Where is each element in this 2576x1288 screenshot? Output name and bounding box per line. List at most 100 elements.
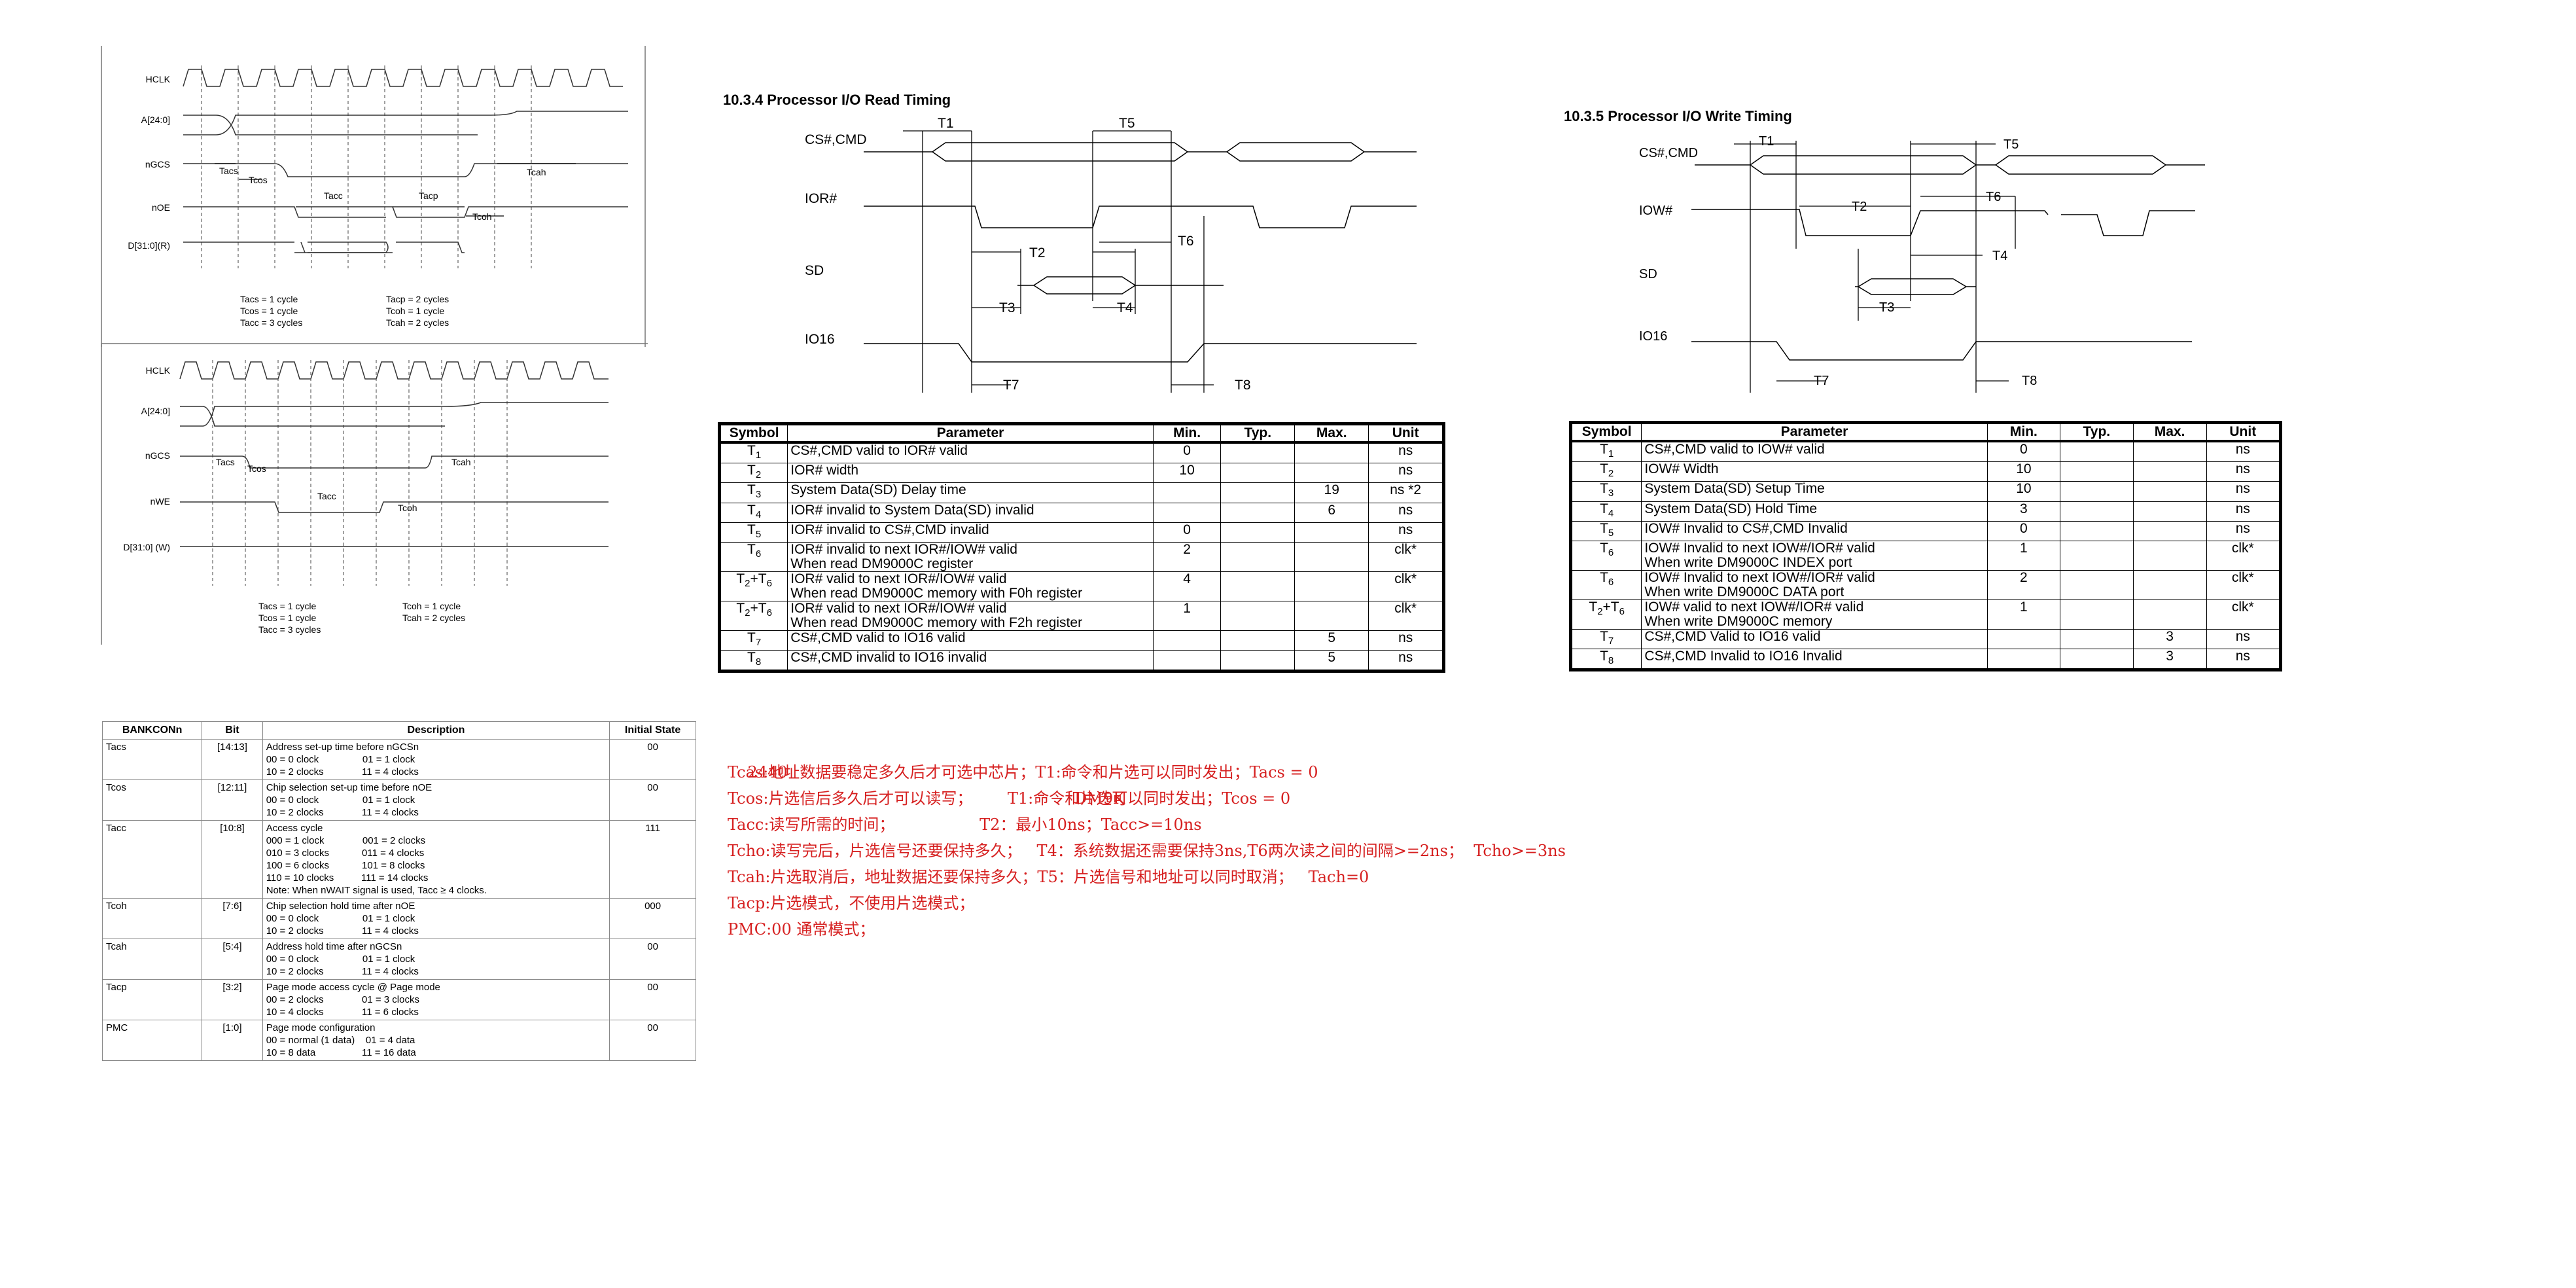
table-row: PMC[1:0]Page mode configuration 00 = nor… [101, 1020, 696, 1061]
field-name-cell: Tacs [101, 739, 203, 780]
notes-block: 2440 DM9K Tcas:地址数据要稳定多久后才可选中芯片；T1:命令和片选… [728, 733, 1566, 939]
typ-cell [1220, 482, 1296, 503]
symbol-cell: T2+T6 [1570, 599, 1642, 630]
initial-state-cell: 000 [609, 898, 696, 939]
typ-cell [1220, 442, 1296, 464]
bit-cell: [10:8] [202, 820, 263, 899]
timing-label: Tcos [247, 463, 266, 474]
signal-label: nWE [150, 496, 170, 507]
min-cell: 4 [1152, 571, 1222, 601]
max-cell: 5 [1294, 630, 1369, 651]
signal-label: A[24:0] [141, 406, 170, 416]
min-cell: 1 [1152, 601, 1222, 631]
initial-state-cell: 111 [609, 820, 696, 899]
note-line: Tcas:地址数据要稳定多久后才可选中芯片；T1:命令和片选可以同时发出；Tac… [728, 763, 1318, 781]
timing-label: Tacp [419, 190, 438, 201]
timing-label: T8 [1235, 378, 1251, 393]
initial-state-cell: 00 [609, 739, 696, 780]
timing-note: Tcos = 1 cycle [258, 613, 317, 623]
typ-cell [2060, 441, 2134, 463]
unit-cell: ns [2206, 629, 2282, 650]
description-cell: Address set-up time before nGCSn 00 = 0 … [262, 739, 610, 780]
parameter-cell: System Data(SD) Hold Time [1641, 501, 1988, 522]
min-cell [1152, 650, 1222, 672]
max-cell [1294, 522, 1369, 543]
timing-label: Tcah [451, 457, 471, 467]
timing-note: Tacc = 3 cycles [240, 317, 302, 328]
max-cell: 19 [1294, 483, 1369, 503]
typ-cell [2060, 629, 2134, 650]
note-line: Tacp:片选模式，不使用片选模式； [728, 894, 975, 912]
signal-label: HCLK [146, 74, 171, 84]
note-line: Tcos:片选信后多久后才可以读写； T1:命令和片选可以同时发出；Tcos =… [728, 789, 1291, 808]
symbol-cell: T8 [1570, 649, 1642, 671]
hclk-waveform [183, 69, 623, 87]
bit-cell: [14:13] [202, 739, 263, 780]
parameter-cell: IOW# Width [1641, 462, 1988, 482]
unit-cell: clk* [1368, 571, 1444, 601]
min-cell [1986, 629, 2061, 650]
max-cell [1294, 463, 1369, 484]
typ-cell [1220, 571, 1296, 601]
symbol-cell: T6 [718, 542, 788, 572]
column-header: Unit [2206, 422, 2282, 442]
timing-label: T6 [1178, 234, 1194, 249]
typ-cell [1220, 542, 1296, 572]
dm9000-read-timing-diagram: CS#,CMD IOR# SD IO16 T1 T5 T2 T6 T3 T4 T… [805, 118, 1417, 393]
symbol-cell: T6 [1570, 541, 1642, 571]
signal-label: IO16 [1639, 329, 1667, 344]
unit-cell: ns [2206, 462, 2282, 482]
column-header: BANKCONn [101, 721, 203, 740]
table-row: Tcoh[7:6]Chip selection hold time after … [101, 898, 696, 939]
table-row: Tacs[14:13]Address set-up time before nG… [101, 739, 696, 780]
min-cell: 1 [1986, 599, 2061, 630]
min-cell: 0 [1152, 442, 1222, 464]
unit-cell: ns [1368, 503, 1444, 523]
signal-label: SD [1639, 267, 1657, 281]
parameter-cell: IOR# valid to next IOR#/IOW# valid When … [787, 571, 1154, 601]
min-cell: 0 [1986, 521, 2061, 541]
timing-label: T4 [1117, 300, 1133, 315]
parameter-cell: System Data(SD) Delay time [787, 483, 1154, 503]
bit-cell: [1:0] [202, 1020, 263, 1061]
timing-note: Tacs = 1 cycle [240, 294, 298, 304]
parameter-cell: IOW# valid to next IOW#/IOR# valid When … [1641, 599, 1988, 630]
timing-label: T7 [1814, 374, 1829, 388]
typ-cell [2060, 481, 2134, 502]
timing-label: Tcoh [472, 211, 492, 222]
timing-label: T5 [1119, 118, 1135, 131]
column-header: Description [262, 721, 610, 740]
min-cell: 2 [1152, 542, 1222, 572]
unit-cell: clk* [1368, 542, 1444, 572]
description-cell: Page mode access cycle @ Page mode 00 = … [262, 979, 610, 1020]
typ-cell [2060, 649, 2134, 671]
max-cell [2132, 501, 2207, 522]
description-cell: Address hold time after nGCSn 00 = 0 clo… [262, 939, 610, 980]
signal-label: D[31:0] (W) [123, 542, 170, 552]
bit-cell: [12:11] [202, 779, 263, 821]
symbol-cell: T5 [1570, 521, 1642, 541]
timing-label: T4 [1992, 249, 2007, 263]
unit-cell: ns [2206, 482, 2282, 502]
signal-label: CS#,CMD [1639, 146, 1698, 160]
signal-label: IO16 [805, 332, 835, 347]
typ-cell [2060, 461, 2134, 482]
note-line: Tacc:读写所需的时间； T2：最小10ns；Tacc>=10ns [728, 815, 1202, 834]
signal-label: nOE [152, 202, 170, 213]
max-cell [1294, 571, 1369, 601]
unit-cell: ns [2206, 521, 2282, 541]
timing-label: T8 [2022, 374, 2037, 388]
max-cell [2132, 599, 2207, 630]
unit-cell: ns [1368, 442, 1444, 464]
table-row: Tacc[10:8]Access cycle 000 = 1 clock 001… [101, 820, 696, 899]
min-cell [1152, 630, 1222, 651]
field-name-cell: Tcoh [101, 898, 203, 939]
